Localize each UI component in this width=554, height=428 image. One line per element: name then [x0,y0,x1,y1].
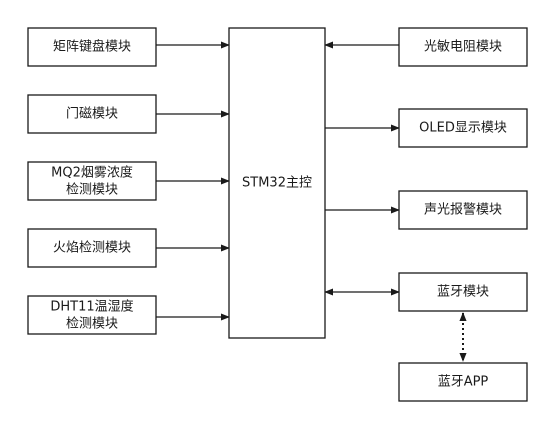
node-dht11-label-line-1: DHT11温湿度 [50,299,133,315]
node-bluetooth-app: 蓝牙APP [398,362,528,402]
node-flame: 火焰检测模块 [27,228,157,268]
node-oled: OLED显示模块 [398,108,528,148]
node-mq2: MQ2烟雾浓度 检测模块 [27,161,157,201]
node-bluetooth: 蓝牙模块 [398,272,528,312]
node-keypad-label: 矩阵键盘模块 [53,39,131,55]
node-alarm: 声光报警模块 [398,190,528,230]
node-dht11: DHT11温湿度 检测模块 [27,295,157,335]
node-oled-label: OLED显示模块 [419,121,507,136]
node-dht11-label-line-2: 检测模块 [66,317,118,332]
node-mcu: STM32主控 [228,27,326,339]
node-alarm-label: 声光报警模块 [424,202,502,218]
node-door-sensor-label: 门磁模块 [66,107,118,122]
node-bluetooth-label: 蓝牙模块 [437,285,489,300]
node-flame-label: 火焰检测模块 [53,241,131,256]
node-mq2-label-line-1: MQ2烟雾浓度 [51,165,133,181]
node-door-sensor: 门磁模块 [27,94,157,134]
node-keypad: 矩阵键盘模块 [27,27,157,67]
node-bluetooth-app-label: 蓝牙APP [438,375,489,390]
node-photoresistor-label: 光敏电阻模块 [424,40,502,55]
connections [156,41,467,362]
node-photoresistor: 光敏电阻模块 [398,27,528,67]
node-mcu-label: STM32主控 [242,176,312,191]
node-mq2-label-line-2: 检测模块 [66,183,118,198]
